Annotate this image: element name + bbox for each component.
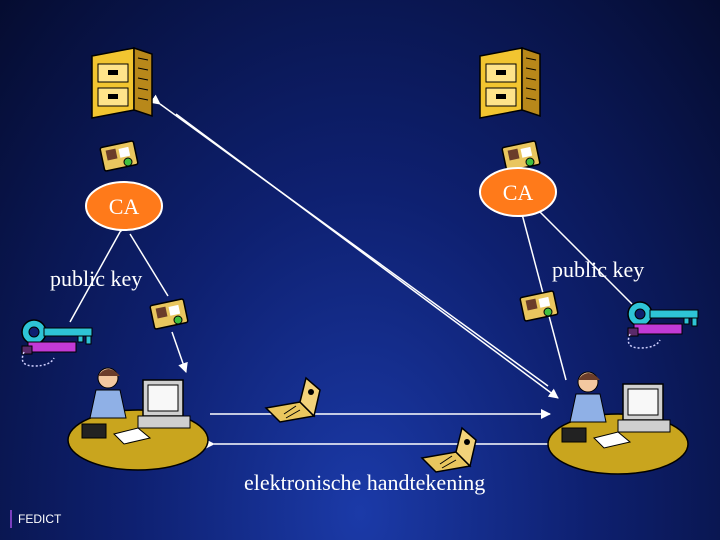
person-at-computer-icon [547, 371, 689, 475]
footer-brand: FEDICT [10, 510, 61, 528]
key-icon [21, 319, 93, 367]
certificate-icon [519, 289, 559, 323]
arrow-cert-left-to-person-left [171, 331, 188, 373]
public-key-label-right: public key [552, 257, 645, 282]
signature-label: elektronische handtekening [244, 470, 486, 495]
laptop-document-icon [265, 377, 321, 423]
ca-node-left: CA [85, 181, 163, 231]
certificate-icon [99, 139, 139, 173]
arrow-ca-left-to-person-left [69, 221, 129, 323]
ca-label-right: CA [503, 180, 534, 205]
arrow-ca-left-to-cert-left [129, 233, 169, 297]
server-cabinet-icon [91, 47, 153, 119]
arrow-ca-right-to-key-right [537, 209, 633, 305]
server-cabinet-icon [479, 47, 541, 119]
certificate-icon [149, 297, 189, 331]
public-key-label-left: public key [50, 266, 143, 291]
ca-label-left: CA [109, 194, 140, 219]
ca-node-right: CA [479, 167, 557, 217]
laptop-document-icon [421, 427, 477, 473]
key-icon [627, 301, 699, 349]
arrow-diagonal-2 [175, 113, 559, 399]
person-at-computer-icon [67, 367, 209, 471]
certificate-icon [501, 139, 541, 173]
